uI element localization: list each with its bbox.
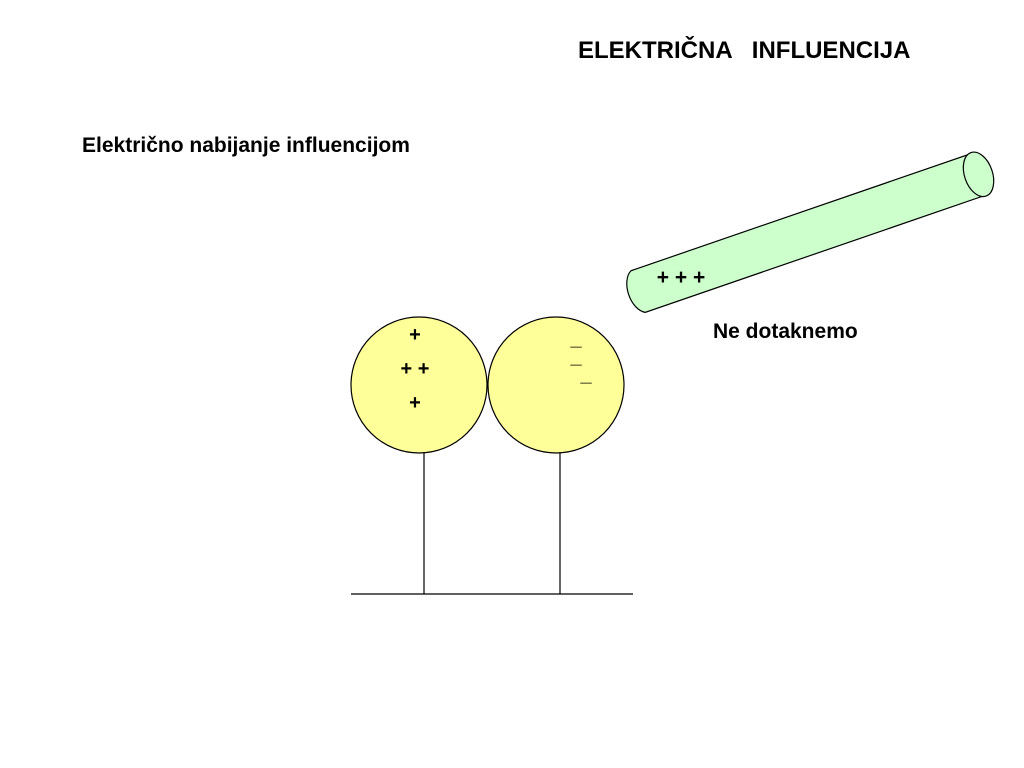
- slide-title: ELEKTRIČNA INFLUENCIJA: [578, 37, 911, 64]
- left-charge-row-3: +: [409, 392, 421, 414]
- right-charge-row-3: _: [579, 364, 592, 386]
- left-sphere: [350, 316, 488, 454]
- right-charge-row-2: _: [569, 346, 582, 368]
- subtitle: Električno nabijanje influencijom: [82, 134, 410, 157]
- right-charge-row-1: _: [569, 328, 582, 350]
- left-charge-row-2: + +: [401, 358, 430, 380]
- rod-body: [626, 152, 991, 313]
- rod-end: [962, 151, 995, 198]
- rod-charges: + + +: [657, 266, 705, 289]
- left-charge-row-1: +: [409, 324, 421, 346]
- right-sphere: [487, 316, 625, 454]
- charged-rod: [626, 151, 995, 313]
- note-label: Ne dotaknemo: [713, 320, 858, 343]
